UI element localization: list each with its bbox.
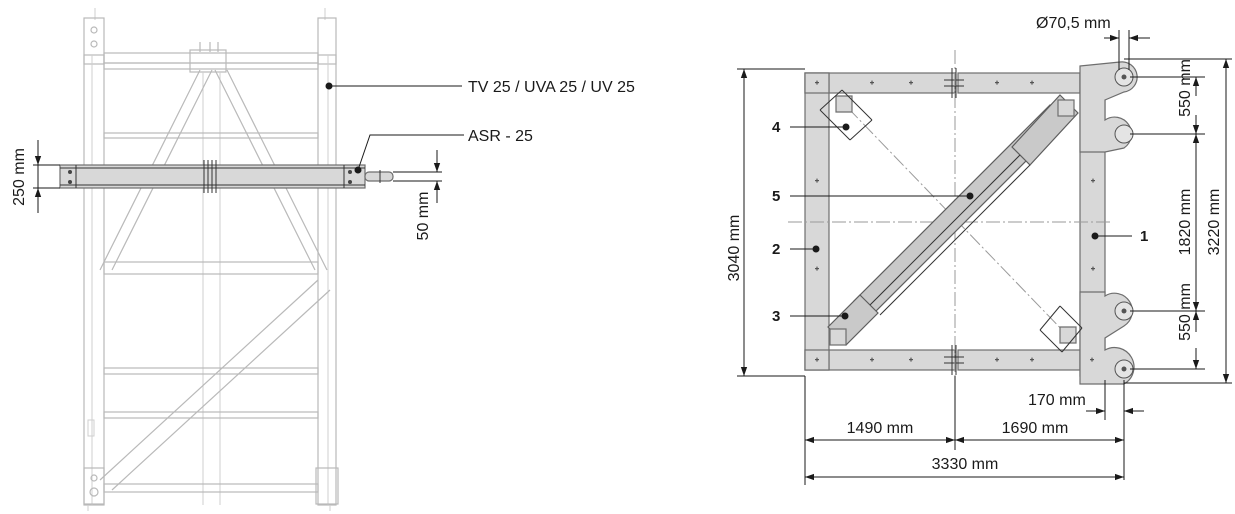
dimension-50: 50 mm <box>393 150 442 240</box>
dim-3040-text: 3040 mm <box>726 215 743 282</box>
callout-4: 4 <box>772 119 850 136</box>
dim-3220-text: 3220 mm <box>1206 189 1223 256</box>
dimension-chain-right: 550 mm 1820 mm 550 mm <box>1130 59 1205 370</box>
label-tv-text: TV 25 / UVA 25 / UV 25 <box>468 79 635 96</box>
dim-250-text: 250 mm <box>11 148 28 206</box>
dimension-3040: 3040 mm <box>726 68 805 377</box>
callout-2-text: 2 <box>772 241 780 258</box>
dimension-3220: 3220 mm <box>1124 58 1232 384</box>
dim-550-bot-text: 550 mm <box>1177 283 1194 341</box>
asr-25-beam <box>59 160 394 193</box>
label-asr-text: ASR - 25 <box>468 128 533 145</box>
dim-550-top-text: 550 mm <box>1177 59 1194 117</box>
label-asr: ASR - 25 <box>354 128 533 174</box>
dim-170-text: 170 mm <box>1028 392 1086 409</box>
callout-1-text: 1 <box>1140 228 1148 245</box>
dim-diameter-text: Ø70,5 mm <box>1036 15 1111 32</box>
callout-3: 3 <box>772 308 849 325</box>
callout-5-text: 5 <box>772 188 780 205</box>
dim-1690-text: 1690 mm <box>1002 420 1069 437</box>
dimension-170: 170 mm <box>1028 380 1144 480</box>
callout-3-text: 3 <box>772 308 780 325</box>
dimension-250: 250 mm <box>11 140 60 213</box>
callout-2: 2 <box>772 241 820 258</box>
label-tv: TV 25 / UVA 25 / UV 25 <box>325 79 635 96</box>
dimension-bottom: 1490 mm 1690 mm 3330 mm <box>804 376 1124 485</box>
dim-1490-text: 1490 mm <box>847 420 914 437</box>
tower-frame-ghost <box>83 8 339 511</box>
callout-1: 1 <box>1091 228 1148 245</box>
dim-1820-text: 1820 mm <box>1177 189 1194 256</box>
callout-5: 5 <box>772 188 974 205</box>
dim-50-text: 50 mm <box>415 192 432 241</box>
left-elevation-view: 250 mm 50 mm TV 25 / UVA 25 / UV 25 ASR … <box>11 8 635 511</box>
corner-brackets <box>819 89 1083 353</box>
right-plan-view: 4 5 2 3 1 3040 mm <box>726 15 1232 485</box>
dimension-diameter: Ø70,5 mm <box>1036 15 1150 70</box>
dim-3330-text: 3330 mm <box>932 456 999 473</box>
diagonal-strut <box>827 94 1079 346</box>
callout-4-text: 4 <box>772 119 781 136</box>
